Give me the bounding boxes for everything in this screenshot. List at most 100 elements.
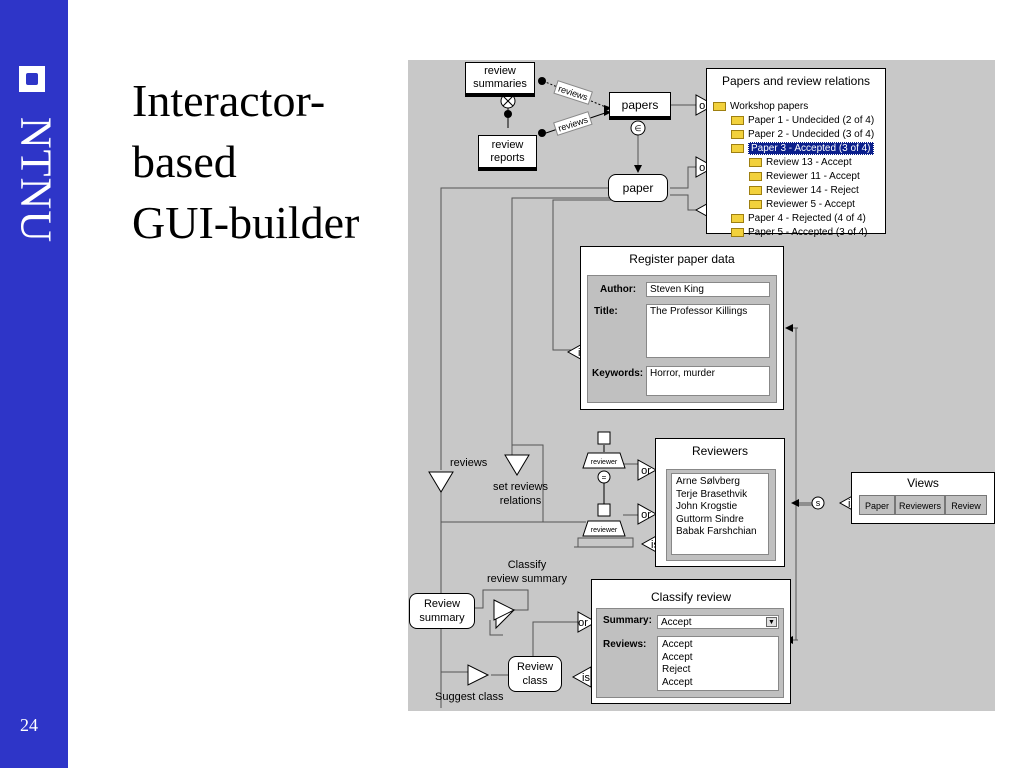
reviews-list[interactable]: Accept Accept Reject Accept: [657, 636, 779, 691]
tab-review[interactable]: Review: [945, 495, 987, 515]
list-item[interactable]: Terje Brasethvik: [676, 488, 748, 500]
views-window: Views Paper Reviewers Review: [851, 472, 995, 524]
box-line: summaries: [473, 78, 527, 90]
box-line: Review: [423, 598, 461, 610]
tree-item[interactable]: Paper 2 - Undecided (3 of 4): [731, 127, 874, 141]
reviews-label: reviews: [450, 457, 488, 469]
tree-item[interactable]: Review 13 - Accept: [749, 155, 852, 169]
chevron-down-icon[interactable]: ▼: [766, 617, 777, 627]
folder-icon: [749, 171, 762, 181]
is-gate-label: is: [582, 672, 590, 684]
svg-text:=: =: [602, 473, 607, 482]
ntnu-logo-icon: [19, 66, 45, 92]
folder-icon: [731, 129, 744, 139]
box-line: class: [522, 675, 548, 687]
window-title: Register paper data: [629, 252, 735, 266]
folder-icon: [749, 185, 762, 195]
window-title: Views: [907, 476, 939, 490]
label-line: set reviews: [492, 481, 549, 493]
list-item[interactable]: Accept: [662, 651, 693, 663]
slide-title-line: Interactor-: [132, 75, 326, 126]
tree-item-label: Paper 2 - Undecided (3 of 4): [748, 128, 875, 140]
reviewers-panel: Arne Sølvberg Terje Brasethvik John Krog…: [666, 469, 776, 561]
tree-item-label: Review 13 - Accept: [766, 156, 852, 168]
reviewers-window: Reviewers Arne Sølvberg Terje Brasethvik…: [655, 438, 785, 567]
tree-item-label: Reviewer 14 - Reject: [766, 184, 859, 196]
tree-item[interactable]: Paper 1 - Undecided (2 of 4): [731, 113, 874, 127]
list-item[interactable]: Accept: [662, 676, 693, 688]
classify-review-window: Classify review Summary: Accept ▼ Review…: [591, 579, 791, 704]
folder-icon: [749, 157, 762, 167]
tree-item[interactable]: Reviewer 14 - Reject: [749, 183, 859, 197]
label-line: Classify: [507, 559, 547, 571]
keywords-field[interactable]: Horror, murder: [646, 366, 770, 396]
label-line: relations: [499, 495, 542, 507]
tree-item-label: Paper 4 - Rejected (4 of 4): [748, 212, 866, 224]
or-gate-label: or: [699, 162, 709, 174]
tab-paper[interactable]: Paper: [859, 495, 895, 515]
classify-form: Summary: Accept ▼ Reviews: Accept Accept…: [596, 608, 784, 698]
element-of-symbol: ∈: [635, 124, 642, 133]
box-line: Review: [516, 661, 554, 673]
folder-icon: [749, 199, 762, 209]
window-title: Papers and review relations: [721, 74, 871, 88]
summary-dropdown[interactable]: Accept ▼: [657, 615, 779, 629]
summary-value: Accept: [661, 617, 692, 628]
tree-item-label: Paper 5 - Accepted (3 of 4): [748, 226, 868, 238]
box-line: review: [491, 139, 524, 151]
box-line: summary: [419, 612, 465, 624]
reviewer-icon-label: reviewer: [591, 527, 618, 534]
tree-item[interactable]: Reviewer 11 - Accept: [749, 169, 860, 183]
page-number: 24: [20, 715, 38, 735]
reviewer-icon-label: reviewer: [591, 459, 618, 466]
tree-item[interactable]: Workshop papers: [713, 99, 808, 113]
slide-title-line: GUI-builder: [132, 197, 360, 248]
review-summaries-box[interactable]: review summaries: [465, 62, 535, 97]
s-gate-label: s: [816, 498, 821, 508]
author-label: Author:: [600, 284, 637, 295]
reviewers-list[interactable]: Arne Sølvberg Terje Brasethvik John Krog…: [671, 473, 769, 555]
tree-item[interactable]: Reviewer 5 - Accept: [749, 197, 855, 211]
title-field[interactable]: The Professor Killings: [646, 304, 770, 358]
folder-icon: [731, 115, 744, 125]
tree-item-label: Reviewer 5 - Accept: [766, 198, 855, 210]
classify-review-summary-label: Classify review summary: [478, 558, 576, 586]
review-class-box[interactable]: Review class: [508, 656, 562, 692]
tree-item[interactable]: Paper 5 - Accepted (3 of 4): [731, 225, 868, 239]
or-gate-label: or: [641, 509, 651, 521]
or-gate-label: or: [641, 465, 651, 477]
author-field[interactable]: Steven King: [646, 282, 770, 297]
papers-box[interactable]: papers: [609, 92, 671, 120]
tab-reviewers[interactable]: Reviewers: [895, 495, 945, 515]
summary-label: Summary:: [603, 615, 652, 626]
tree-item-label: Paper 3 - Accepted (3 of 4): [748, 141, 874, 155]
ntnu-sidebar: NTNU 24: [0, 0, 68, 768]
list-item[interactable]: Guttorm Sindre: [676, 513, 744, 525]
tree-item-label: Reviewer 11 - Accept: [766, 170, 860, 182]
window-title: Classify review: [650, 590, 731, 604]
list-item[interactable]: John Krogstie: [676, 501, 738, 512]
paper-box[interactable]: paper: [608, 174, 668, 202]
review-summary-box[interactable]: Review summary: [409, 593, 475, 629]
register-paper-window: Register paper data Author: Steven King …: [580, 246, 784, 410]
list-item[interactable]: Accept: [662, 639, 693, 650]
tree-item-label: Paper 1 - Undecided (2 of 4): [748, 114, 875, 126]
papers-tree-window: Papers and review relations Workshop pap…: [706, 68, 886, 238]
list-item[interactable]: Arne Sølvberg: [676, 476, 740, 487]
slide-title-line: based: [132, 136, 237, 187]
list-item[interactable]: Reject: [662, 664, 691, 675]
review-reports-box[interactable]: review reports: [478, 135, 537, 171]
keywords-label: Keywords:: [592, 368, 644, 379]
box-line: reports: [490, 152, 525, 164]
slide-title: Interactor- based GUI-builder: [132, 70, 402, 253]
tree-item[interactable]: Paper 4 - Rejected (4 of 4): [731, 211, 866, 225]
list-item[interactable]: Babak Farshchian: [676, 526, 757, 537]
label-line: review summary: [486, 573, 568, 585]
suggest-class-label: Suggest class: [435, 691, 504, 703]
folder-icon: [713, 101, 726, 111]
window-title: Reviewers: [691, 444, 748, 458]
set-reviews-relations-label: set reviews relations: [483, 480, 558, 508]
register-form: Author: Steven King Title: The Professor…: [587, 275, 777, 403]
interactor-diagram: reviews reviews ∈ or or is is or: [408, 60, 995, 711]
tree-item-selected[interactable]: Paper 3 - Accepted (3 of 4): [731, 141, 874, 155]
